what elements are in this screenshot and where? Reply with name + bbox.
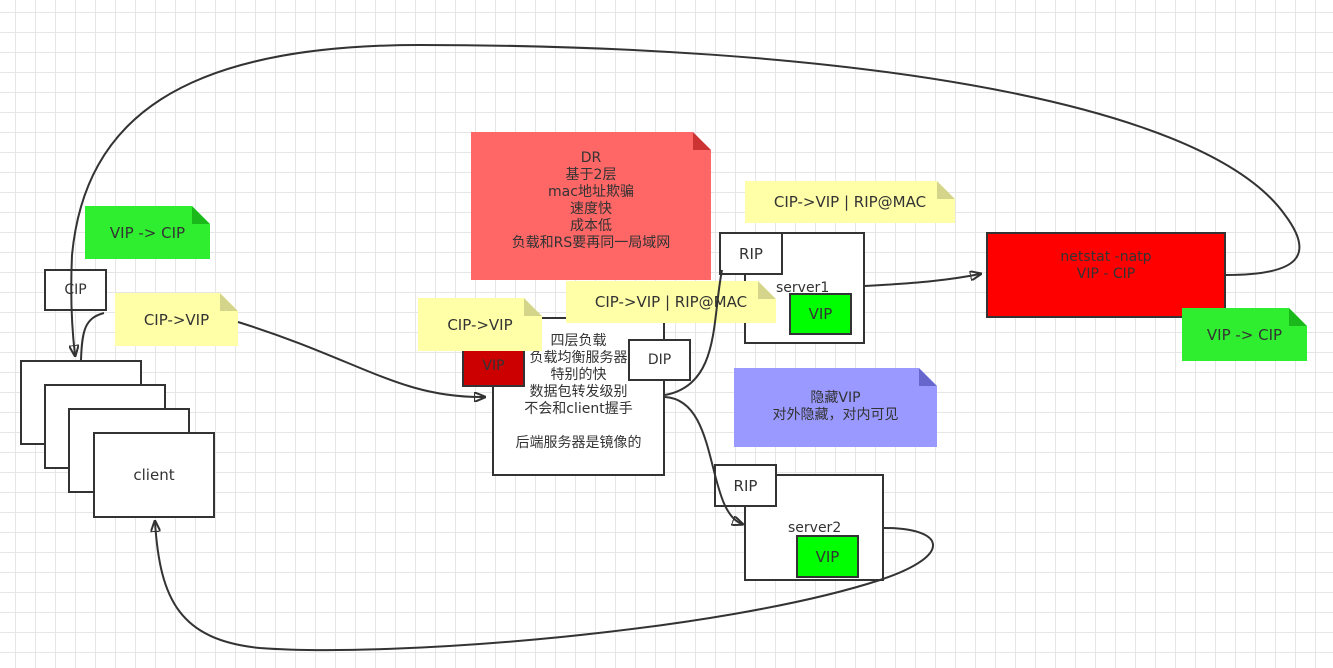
note-text: CIP->VIP [447,315,513,334]
note-fold [1289,308,1307,326]
note-vip-cip-right: VIP -> CIP [1182,308,1307,361]
note-text: CIP->VIP | RIP@MAC [773,193,927,211]
server2-rip-box: RIP [714,464,777,507]
note-fold [693,132,711,150]
dip-label: DIP [647,352,672,368]
lb-vip-label: VIP [482,358,505,374]
server1-rip-box: RIP [719,232,783,275]
client-label: client [133,466,175,484]
netstat-box: netstat -natp VIP - CIP [986,232,1226,318]
note-text: VIP -> CIP [109,223,186,242]
lb-line: 特别的快 [550,367,607,383]
note-fold [220,293,238,311]
note-fold [937,181,955,199]
lb-line: 数据包转发级别 [529,384,628,400]
note-cip-vip-lb: CIP->VIP [418,298,542,351]
server2-vip-label: VIP [815,547,840,566]
server1-vip-box: VIP [789,293,852,335]
hidden-vip-note: 隐藏VIP 对外隐藏，对内可见 [734,368,937,447]
client-box: client [93,432,215,518]
dip-box: DIP [628,339,691,381]
dr-line: DR [580,150,602,166]
lb-line [494,418,663,435]
lb-line: 后端服务器是镜像的 [515,435,642,451]
note-text: CIP->VIP [143,310,210,329]
note-vip-cip-left: VIP -> CIP [85,206,210,259]
server1-rip-label: RIP [739,244,763,263]
note-fold [919,368,937,386]
note-rip-mac-server1: CIP->VIP | RIP@MAC [745,181,955,223]
dr-note: DR 基于2层 mac地址欺骗 速度快 成本低 负载和RS要再同一局域网 [471,132,711,280]
note-rip-mac-lb: CIP->VIP | RIP@MAC [566,281,776,323]
server1-vip-label: VIP [808,305,833,323]
note-fold [524,298,542,316]
dr-line: mac地址欺骗 [548,184,634,200]
hidden-vip-line: 对外隐藏，对内可见 [772,407,899,423]
dr-line: 负载和RS要再同一局域网 [511,235,671,251]
lb-line: 不会和client握手 [524,401,633,417]
server2-rip-label: RIP [733,476,758,495]
server2-vip-box: VIP [796,535,859,578]
note-text: CIP->VIP | RIP@MAC [594,293,748,311]
netstat-line: netstat -natp [1060,249,1152,265]
cip-box: CIP [44,269,107,311]
connector-server1-to-netstat [864,274,980,287]
hidden-vip-line: 隐藏VIP [810,390,861,406]
note-cip-vip-client: CIP->VIP [115,293,238,346]
note-fold [192,206,210,224]
dr-line: 速度快 [570,201,612,217]
server2-label: server2 [788,520,842,536]
note-text: VIP -> CIP [1206,325,1283,344]
netstat-line: VIP - CIP [1076,266,1136,282]
connector-cip-to-client [80,312,105,361]
lb-vip-box: VIP [462,345,525,387]
dr-line: 基于2层 [565,167,617,183]
dr-line: 成本低 [570,218,612,234]
cip-label: CIP [64,282,87,298]
